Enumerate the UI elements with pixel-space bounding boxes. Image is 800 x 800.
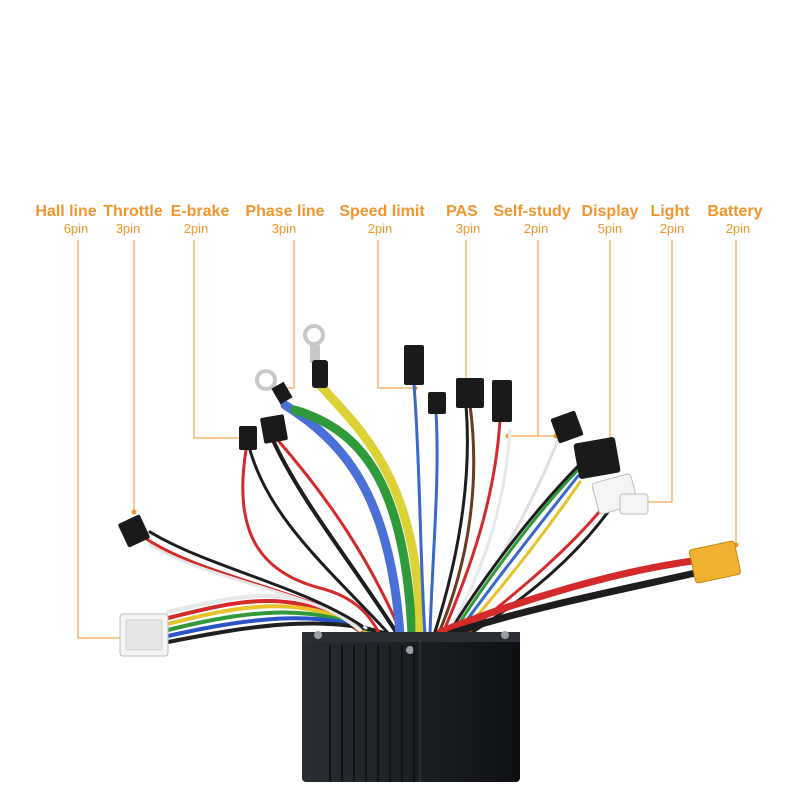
label-e-brake-name: E-brake [171,203,230,220]
label-phase-line: Phase line 3pin [245,203,324,236]
connector-self-study-2pin-b [550,410,584,444]
connector-throttle-3pin [118,514,150,548]
controller-body [302,631,520,782]
label-battery-pins: 2pin [726,221,751,236]
wire-phase-red2 [274,436,404,637]
label-speed-limit-name: Speed limit [339,203,425,220]
label-throttle-pins: 3pin [116,221,141,236]
label-throttle: Throttle 3pin [103,203,163,236]
wire-phase-black [270,436,400,637]
label-light-pins: 2pin [660,221,685,236]
label-speed-limit-pins: 2pin [368,221,393,236]
wires [143,380,704,644]
wire-ebrake-red [241,448,382,637]
wire-throttle-black [148,530,364,628]
label-hall-line: Hall line 6pin [35,203,96,236]
connector-pas-3pin [456,378,484,408]
label-self-study: Self-study 2pin [493,203,570,236]
leader-dot-throttle [131,509,137,515]
wire-phase-blue [280,400,405,640]
label-e-brake: E-brake 2pin [171,203,230,236]
connector-self-study-2pin-a [492,380,512,422]
connector-ebrake2-2pin [260,414,288,444]
leader-self-study [508,240,539,437]
label-e-brake-pins: 2pin [184,221,209,236]
heat-sink-fins [329,645,415,782]
label-hall-line-name: Hall line [35,203,96,220]
screw-left [314,631,322,639]
label-phase-line-name: Phase line [245,203,324,220]
leader-hall-line [77,240,122,639]
label-self-study-name: Self-study [493,203,570,220]
wire-phase-yellow [315,380,425,640]
connector-phase-ring-top [303,324,328,388]
wire-display-green [450,468,580,637]
label-display: Display 5pin [582,203,639,236]
wire-battery-black [446,568,704,638]
label-pas-name: PAS [446,203,478,220]
labels: Hall line 6pin Throttle 3pin E-brake 2pi… [35,203,762,236]
connector-light-2pin [591,473,649,515]
label-speed-limit: Speed limit 2pin [339,203,425,236]
screw-right [501,631,509,639]
connector-hall-6pin [119,613,169,657]
leader-light [640,240,673,503]
label-phase-line-pins: 3pin [272,221,297,236]
label-display-name: Display [582,203,639,220]
label-pas: PAS 3pin [446,203,480,236]
leader-speed-limit [377,240,415,389]
leader-lines [77,240,737,639]
leader-e-brake [193,240,244,439]
label-pas-pins: 3pin [456,221,481,236]
label-battery: Battery 2pin [707,203,762,236]
connector-battery-2pin [689,540,741,584]
wire-phase-green [290,405,417,640]
wire-throttle-white [148,543,368,630]
screw-mid [406,646,414,654]
connector-speed-limit-b [428,392,446,414]
leader-phase-line [276,240,295,389]
label-self-study-pins: 2pin [524,221,549,236]
label-display-pins: 5pin [598,221,623,236]
connectors [118,324,741,657]
connector-phase-ring-left [255,369,293,405]
connector-speed-limit-2pin [404,345,424,385]
wire-pas-brown [436,403,476,637]
label-hall-line-pins: 6pin [64,221,89,236]
connector-ebrake-2pin [239,426,257,450]
wire-ebrake-black [248,448,392,637]
wire-display-black [446,462,582,637]
label-light: Light 2pin [650,203,690,236]
wire-battery-red [436,556,704,636]
wire-pas-black [432,403,469,637]
wire-pas-red [440,418,502,637]
wire-selfstudy-white [444,428,512,637]
connector-display-5pin [573,437,621,479]
label-battery-name: Battery [707,203,762,220]
wire-speed-blue2 [428,410,439,637]
wire-speed-blue1 [412,383,427,637]
label-light-name: Light [650,203,690,220]
label-throttle-name: Throttle [103,203,163,220]
